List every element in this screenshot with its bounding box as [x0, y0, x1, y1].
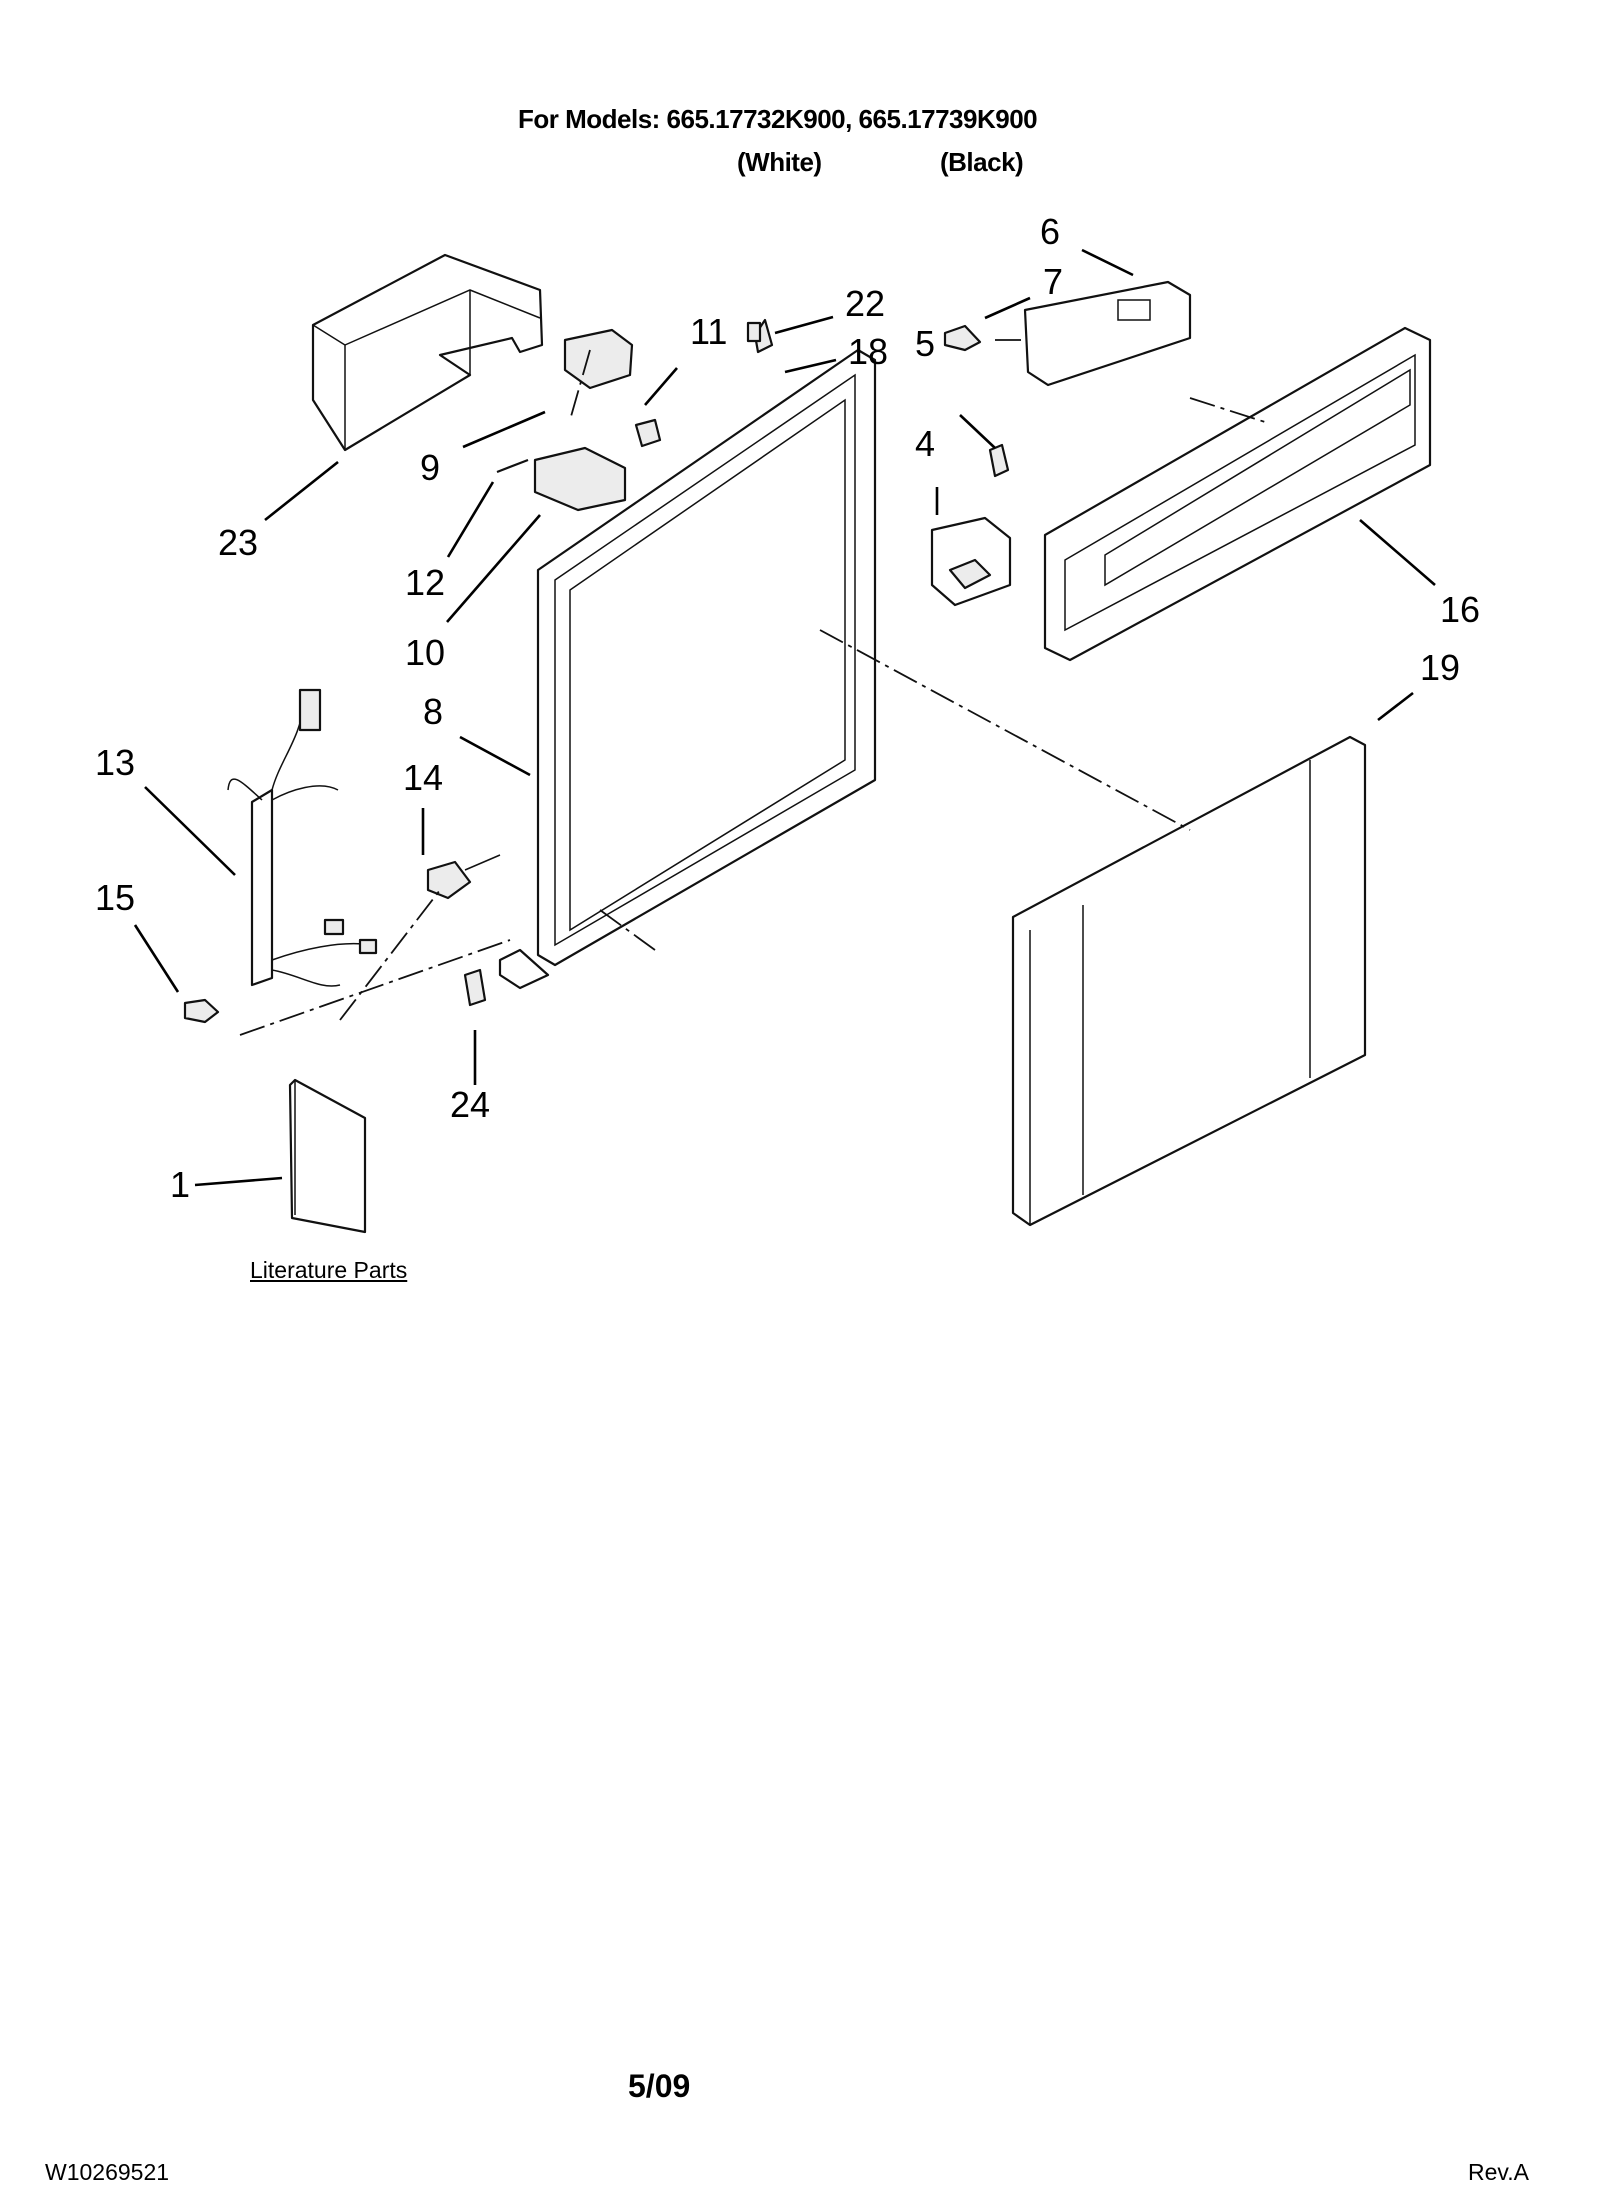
callout-12: 12 — [405, 562, 445, 603]
callout-23: 23 — [218, 522, 258, 563]
leader-lines — [133, 248, 1436, 1187]
callout-15: 15 — [95, 877, 135, 918]
door-latch-part — [930, 516, 1012, 607]
callout-24: 24 — [450, 1084, 490, 1125]
date-code: 5/09 — [628, 2068, 691, 2104]
callout-5: 5 — [915, 323, 935, 364]
alignment-lines — [239, 339, 1266, 1036]
callout-19: 19 — [1420, 647, 1460, 688]
callout-18: 18 — [848, 331, 888, 372]
document-number: W10269521 — [45, 2159, 170, 2185]
clip-part — [463, 968, 487, 1007]
callout-7: 7 — [1043, 261, 1063, 302]
user-interface-board-part — [943, 280, 1192, 478]
literature-parts-label: Literature Parts — [250, 1257, 408, 1283]
callout-8: 8 — [423, 691, 443, 732]
callout-13: 13 — [95, 742, 135, 783]
variant-white-label: (White) — [737, 147, 822, 177]
variant-black-label: (Black) — [940, 147, 1024, 177]
control-panel-console-part — [1043, 326, 1432, 662]
latch-cluster-part — [496, 318, 774, 512]
callout-14: 14 — [403, 757, 443, 798]
callout-labels: 6 7 22 18 11 5 4 9 12 10 23 16 19 8 13 1… — [95, 211, 1480, 1205]
inner-door-frame-part — [498, 348, 877, 990]
sensor-part — [426, 854, 501, 900]
outer-door-panel-part — [1011, 735, 1367, 1227]
wiring-harness-part — [227, 688, 378, 987]
callout-1: 1 — [170, 1164, 190, 1205]
revision-label: Rev.A — [1468, 2159, 1529, 2185]
callout-4: 4 — [915, 423, 935, 464]
callout-9: 9 — [420, 447, 440, 488]
literature-book-part — [288, 1078, 367, 1234]
screw-part — [183, 998, 220, 1024]
callout-10: 10 — [405, 632, 445, 673]
page-title: For Models: 665.17732K900, 665.17739K900 — [518, 104, 1038, 134]
callout-6: 6 — [1040, 211, 1060, 252]
callout-22: 22 — [845, 283, 885, 324]
callout-16: 16 — [1440, 589, 1480, 630]
vent-duct-part — [311, 253, 544, 452]
callout-11: 11 — [690, 311, 727, 352]
